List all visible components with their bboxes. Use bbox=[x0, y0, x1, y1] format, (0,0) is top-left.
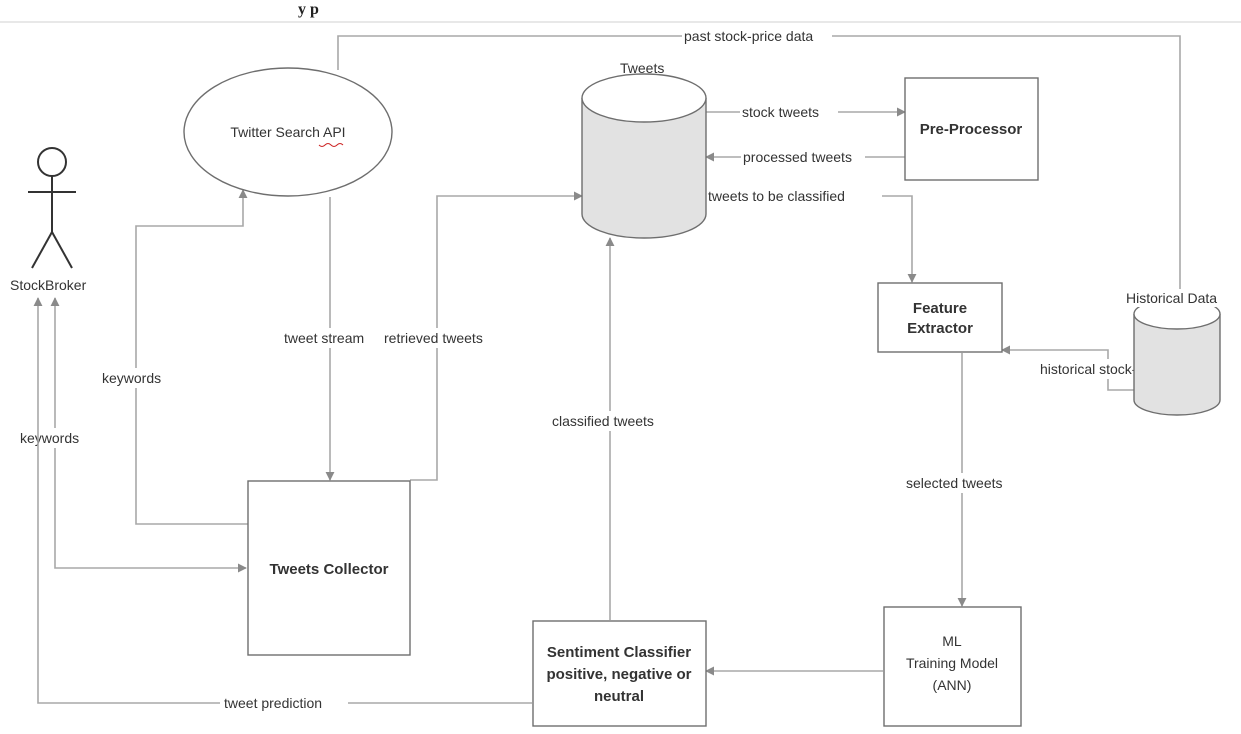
edge-label-tweet-prediction: tweet prediction bbox=[224, 695, 322, 711]
edge-label-stock-tweets: stock tweets bbox=[742, 104, 819, 120]
edge-tweet-prediction bbox=[33, 297, 532, 704]
feature-extractor-label-1: Feature bbox=[913, 300, 967, 317]
tweets-collector-box bbox=[247, 480, 411, 656]
edge-label-selected-tweets: selected tweets bbox=[906, 475, 1003, 491]
ml-training-model-node: ML Training Model (ANN) bbox=[883, 606, 1022, 727]
edge-label-tweets-to-classify: tweets to be classified bbox=[708, 188, 845, 204]
pre-processor-node: Pre-Processor bbox=[904, 77, 1039, 181]
edge-label-bg bbox=[706, 186, 882, 206]
sentiment-classifier-label-2: positive, negative or bbox=[546, 666, 691, 683]
feature-extractor-box bbox=[877, 282, 1003, 353]
edge-label-tweet-stream: tweet stream bbox=[284, 330, 364, 346]
edge-label-bg bbox=[902, 473, 1018, 493]
edge-label-processed-tweets: processed tweets bbox=[743, 149, 852, 165]
sentiment-classifier-node: Sentiment Classifier positive, negative … bbox=[532, 620, 707, 727]
historical-db-label: Historical Data bbox=[1126, 290, 1217, 306]
edge-keywords-api bbox=[135, 189, 248, 525]
ml-model-label-3: (ANN) bbox=[933, 677, 972, 693]
pre-processor-label: Pre-Processor bbox=[920, 121, 1023, 138]
spellcheck-underline bbox=[318, 143, 344, 147]
actor-right-leg bbox=[51, 231, 73, 269]
tweets-db-label: Tweets bbox=[620, 60, 664, 76]
tweets-db-top bbox=[581, 73, 707, 123]
edge-label-keywords-api: keywords bbox=[102, 370, 161, 386]
ml-model-label-2: Training Model bbox=[906, 655, 998, 671]
pre-processor-box bbox=[904, 77, 1039, 181]
edge-label-bg bbox=[282, 328, 378, 348]
edge-label-bg bbox=[18, 428, 90, 448]
edge-keywords-collector bbox=[50, 297, 247, 573]
tweets-collector-node: Tweets Collector bbox=[247, 480, 411, 656]
cropped-header-text: y p bbox=[298, 1, 319, 18]
tweets-database-node: Tweets bbox=[581, 60, 707, 239]
edge-label-retrieved-tweets: retrieved tweets bbox=[384, 330, 483, 346]
edge-label-bg bbox=[382, 328, 496, 348]
api-label: Twitter Search API bbox=[230, 124, 345, 140]
feature-extractor-node: Feature Extractor bbox=[877, 282, 1003, 353]
sentiment-classifier-label-3: neutral bbox=[594, 688, 644, 705]
sentiment-classifier-box bbox=[532, 620, 707, 727]
edge-label-bg bbox=[740, 102, 838, 122]
edge-label-historical-stock: historical stock-data bbox=[1040, 361, 1164, 377]
edge-tweets-to-classify bbox=[706, 195, 917, 283]
edge-label-keywords-collector: keywords bbox=[20, 430, 79, 446]
edge-label-classified-tweets: classified tweets bbox=[552, 413, 654, 429]
edge-label-bg bbox=[682, 26, 832, 46]
stockbroker-actor: StockBroker bbox=[10, 147, 87, 293]
edge-label-bg bbox=[741, 147, 865, 167]
historical-db-body bbox=[1133, 314, 1221, 416]
tweets-db-body bbox=[581, 98, 707, 239]
feature-extractor-label-2: Extractor bbox=[907, 320, 973, 337]
edge-label-bg bbox=[220, 693, 348, 713]
actor-head bbox=[37, 147, 67, 177]
label-bg bbox=[1122, 289, 1236, 307]
sentiment-classifier-label-1: Sentiment Classifier bbox=[547, 644, 691, 661]
historical-data-node: Historical Data bbox=[1122, 289, 1236, 416]
actor-left-leg bbox=[31, 231, 53, 269]
tweets-collector-label: Tweets Collector bbox=[270, 561, 389, 578]
api-ellipse bbox=[183, 67, 393, 197]
actor-label: StockBroker bbox=[10, 277, 87, 293]
twitter-search-api-node: Twitter Search API bbox=[183, 67, 393, 197]
edge-label-past-stock-price: past stock-price data bbox=[684, 28, 813, 44]
edge-label-bg bbox=[550, 411, 670, 431]
ml-model-box bbox=[883, 606, 1022, 727]
ml-model-label-1: ML bbox=[942, 633, 962, 649]
